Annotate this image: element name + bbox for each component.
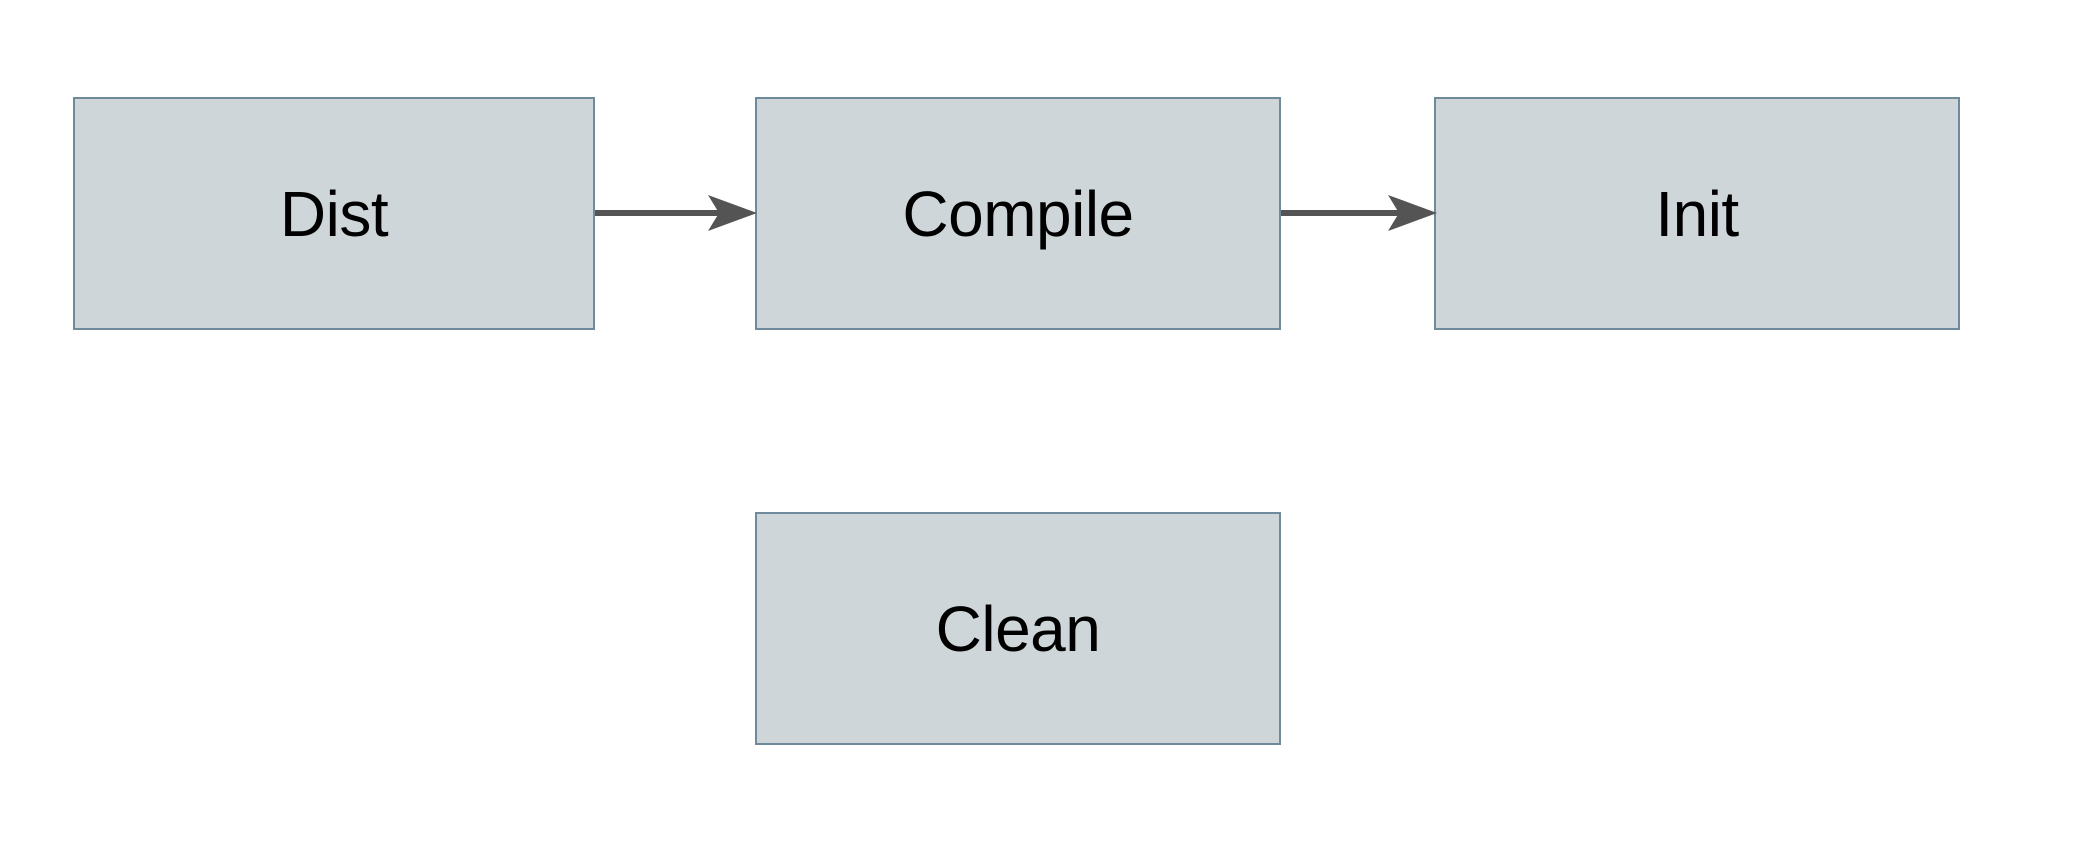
node-dist-label: Dist <box>279 177 389 250</box>
node-compile-label: Compile <box>902 177 1134 250</box>
edge-dist-to-compile[interactable] <box>595 190 757 238</box>
node-clean[interactable]: Clean <box>755 512 1281 745</box>
node-clean-label: Clean <box>935 592 1101 665</box>
node-dist[interactable]: Dist <box>73 97 595 330</box>
arrow-dist-to-compile-icon <box>595 195 757 231</box>
node-init-label: Init <box>1655 177 1739 250</box>
arrowhead-icon <box>708 195 757 231</box>
edge-compile-to-init[interactable] <box>1281 190 1437 238</box>
node-compile[interactable]: Compile <box>755 97 1281 330</box>
arrow-compile-to-init-icon <box>1281 195 1437 231</box>
arrowhead-icon <box>1388 195 1437 231</box>
node-init[interactable]: Init <box>1434 97 1960 330</box>
